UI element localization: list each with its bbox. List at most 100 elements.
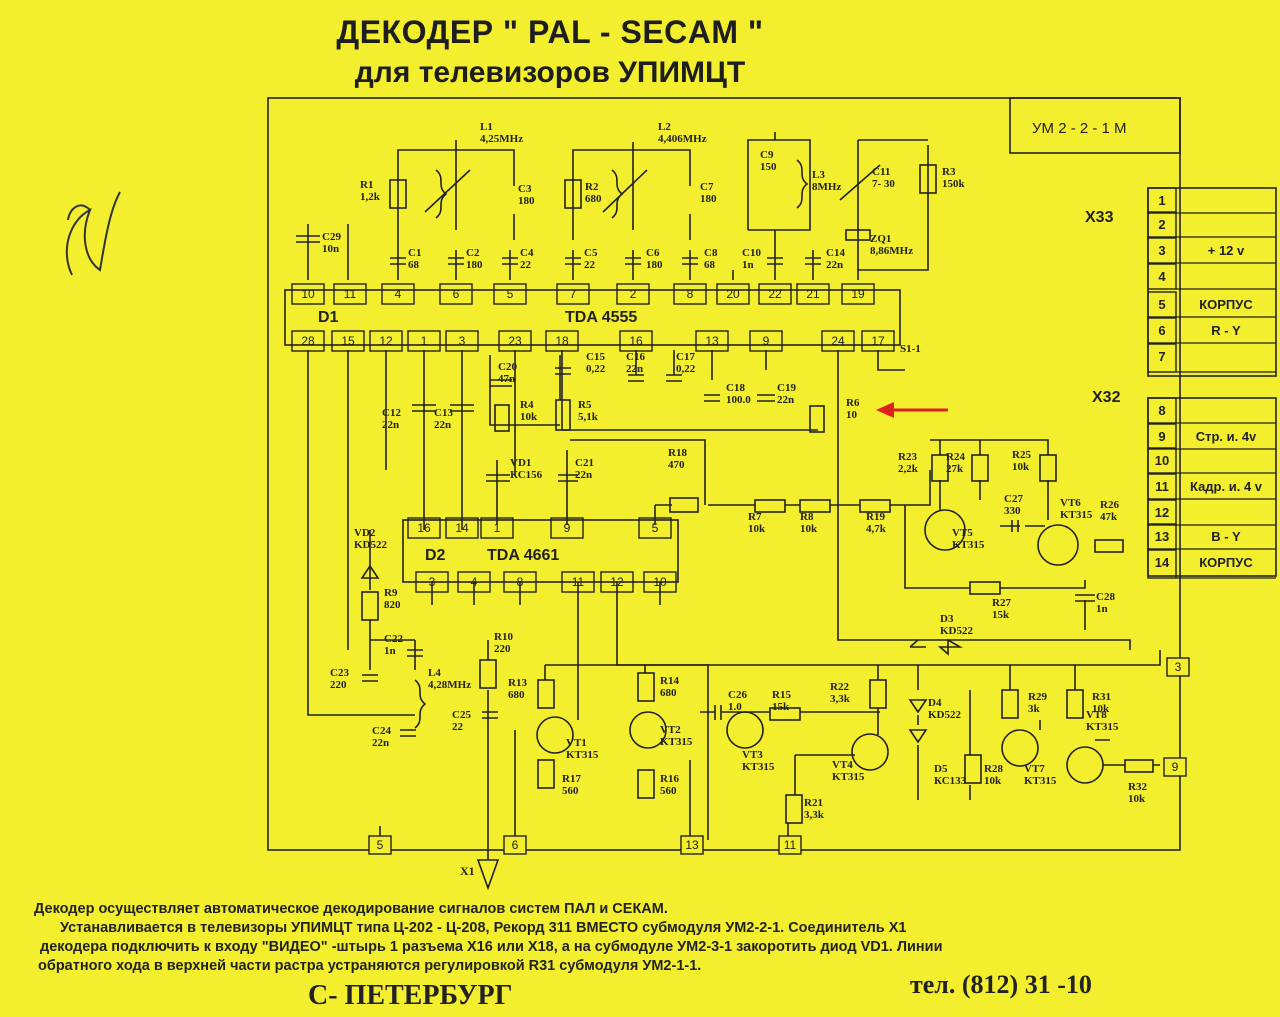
component-value: 22n [626,363,643,375]
connector-pin-cell [1147,187,1177,214]
edge-pin-number: 11 [784,838,797,852]
pin-box [673,283,707,305]
component-value: 680 [508,689,525,701]
component-ref: R25 [1012,449,1031,461]
chip-d1-name: TDA 4555 [565,309,637,326]
component-ref: R24 [946,451,965,463]
component-ref: VT5 [952,527,973,539]
edge-pin-box [1166,657,1190,677]
connector-pin-number: 5 [1158,297,1165,312]
component-ref: D5 [934,763,948,775]
pin-number: 10 [301,287,315,301]
connector-pin-cell [1147,343,1177,373]
component-value: 1.0 [728,701,742,713]
title-line-1: ДЕКОДЕР " PAL - SECAM " [336,14,764,50]
pin-box [503,571,537,593]
pin-box [493,283,527,305]
component-value: KT315 [832,771,865,783]
component-ref: C8 [704,247,718,259]
component-value: 22 [452,721,464,733]
component-value: 10k [748,523,766,535]
pin-box [619,330,653,352]
component-value: 22n [372,737,389,749]
chip-d1-ref: D1 [318,309,339,326]
component-value: KT315 [742,761,775,773]
pin-number: 4 [395,287,402,301]
connector-pin-cell [1147,397,1177,424]
component-ref: R8 [800,511,814,523]
edge-pin-box [778,835,802,855]
component-ref: C27 [1004,493,1023,505]
connector-pin-number: 1 [1158,193,1165,208]
pin-box [407,330,441,352]
component-ref: C17 [676,351,695,363]
component-value: 22n [777,394,794,406]
component-ref: C22 [384,633,403,645]
connector-pin-number: 4 [1158,269,1166,284]
pin-number: 21 [806,287,820,301]
component-value: 22n [575,469,592,481]
component-value: 1n [384,645,396,657]
annotation-arrow [876,402,948,418]
component-ref: C11 [872,166,890,178]
component-ref: VT6 [1060,497,1081,509]
footer-line-2: Устанавливается в телевизоры УПИМЦТ типа… [60,920,907,936]
component-value: 4,25MHz [480,133,523,145]
component-ref: VT8 [1086,709,1107,721]
component-ref: R7 [748,511,762,523]
component-value: 150k [942,178,966,190]
edge-pin-box [368,835,392,855]
component-value: KD522 [928,709,962,721]
component-ref: C3 [518,183,532,195]
component-value: 68 [408,259,420,271]
component-value: 8MHz [812,181,841,193]
component-ref: C14 [826,247,845,259]
component-value: 560 [660,785,677,797]
component-value: 680 [660,687,677,699]
pin-number: 23 [508,334,522,348]
pin-box [333,283,367,305]
pin-number: 9 [564,521,571,535]
connector-pin-cell [1147,291,1177,318]
component-value: KT315 [952,539,985,551]
edge-pin-number: 5 [377,838,384,852]
pin-box [821,330,855,352]
component-ref: R29 [1028,691,1047,703]
component-value: 560 [562,785,579,797]
component-ref: R13 [508,677,527,689]
component-value: 220 [494,643,511,655]
component-ref: L4 [428,667,441,679]
pin-box [600,571,634,593]
component-value: 47n [498,373,515,385]
component-value: 4,7k [866,523,887,535]
component-ref: D3 [940,613,954,625]
component-ref: C2 [466,247,480,259]
component-value: 10k [800,523,818,535]
component-ref: R21 [804,797,823,809]
pin-box [445,330,479,352]
pin-number: 8 [687,287,694,301]
pin-box [561,571,595,593]
connector-pin-label: R - Y [1211,323,1241,338]
pin-number: 16 [417,521,431,535]
component-ref: VT4 [832,759,853,771]
component-ref: R5 [578,399,592,411]
connector-pin-cell [1147,523,1177,550]
component-value: 680 [585,193,602,205]
connector-pin-label: + 12 v [1208,243,1245,258]
pin-number: 8 [517,575,524,589]
edge-pin-box [1163,757,1187,777]
pin-box [415,571,449,593]
pin-box [861,330,895,352]
pin-number: 2 [630,287,637,301]
connector-pin-cell [1147,549,1177,579]
component-ref: C9 [760,149,774,161]
component-ref: VT3 [742,749,763,761]
board-outline [267,97,1181,851]
edge-pin-box [680,835,704,855]
